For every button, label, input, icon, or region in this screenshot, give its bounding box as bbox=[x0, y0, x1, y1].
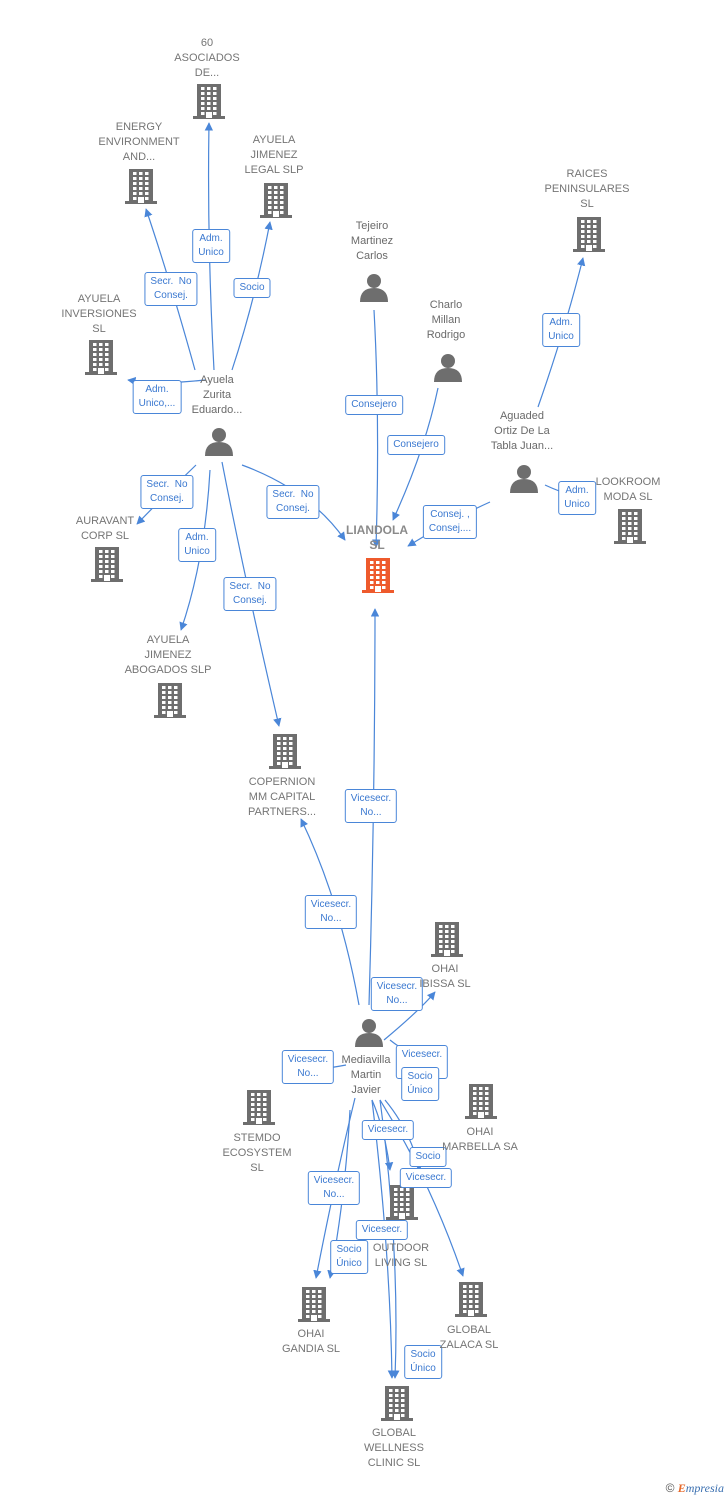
company-icon[interactable] bbox=[243, 1090, 275, 1125]
edge-label[interactable]: Vicesecr. No... bbox=[281, 1050, 335, 1084]
person-icon[interactable] bbox=[510, 465, 538, 493]
person-icon[interactable] bbox=[434, 354, 462, 382]
company-icon[interactable] bbox=[455, 1282, 487, 1317]
brand-logo-rest: mpresia bbox=[685, 1481, 724, 1495]
edge-label[interactable]: Socio bbox=[233, 278, 271, 298]
edge-label[interactable]: Socio Único bbox=[404, 1345, 442, 1379]
company-icon[interactable] bbox=[573, 217, 605, 252]
edge-label[interactable]: Vicesecr. No... bbox=[304, 895, 358, 929]
edge-label[interactable]: Secr. No Consej. bbox=[266, 485, 320, 519]
person-icon[interactable] bbox=[205, 428, 233, 456]
center-company-icon[interactable] bbox=[362, 558, 394, 593]
company-icon[interactable] bbox=[260, 183, 292, 218]
icons-layer bbox=[85, 84, 646, 1421]
person-icon[interactable] bbox=[360, 274, 388, 302]
company-icon[interactable] bbox=[125, 169, 157, 204]
company-icon[interactable] bbox=[614, 509, 646, 544]
company-icon[interactable] bbox=[431, 922, 463, 957]
company-icon[interactable] bbox=[85, 340, 117, 375]
footer: © Empresia bbox=[666, 1481, 724, 1496]
edge-label[interactable]: Vicesecr. No... bbox=[370, 977, 424, 1011]
edge-label[interactable]: Adm. Unico bbox=[542, 313, 580, 347]
edge-label[interactable]: Consej. , Consej.... bbox=[422, 505, 478, 539]
company-icon[interactable] bbox=[269, 734, 301, 769]
brand-logo-first: E bbox=[677, 1481, 686, 1495]
person-icon[interactable] bbox=[355, 1019, 383, 1047]
edge-label[interactable]: Vicesecr. bbox=[355, 1220, 409, 1240]
edge-label[interactable]: Socio bbox=[409, 1147, 447, 1167]
edge-label[interactable]: Adm. Unico bbox=[178, 528, 216, 562]
edge-label[interactable]: Vicesecr. No... bbox=[344, 789, 398, 823]
company-icon[interactable] bbox=[193, 84, 225, 119]
edge-label[interactable]: Secr. No Consej. bbox=[223, 577, 277, 611]
edge-mediavilla-to-ohai_ibissa bbox=[383, 991, 436, 1041]
edge-label[interactable]: Socio Único bbox=[401, 1067, 439, 1101]
edge-label[interactable]: Consejero bbox=[345, 395, 403, 415]
company-icon[interactable] bbox=[465, 1084, 497, 1119]
edge-label[interactable]: Adm. Unico bbox=[558, 481, 596, 515]
edge-tejeiro-to-liandola bbox=[372, 309, 381, 548]
edge-label[interactable]: Socio Único bbox=[330, 1240, 368, 1274]
company-icon[interactable] bbox=[154, 683, 186, 718]
copyright-symbol: © bbox=[665, 1481, 675, 1495]
company-icon[interactable] bbox=[386, 1185, 418, 1220]
edge-label[interactable]: Adm. Unico,... bbox=[132, 380, 182, 414]
company-icon[interactable] bbox=[381, 1386, 413, 1421]
edge-label[interactable]: Vicesecr. No... bbox=[307, 1171, 361, 1205]
edge-label[interactable]: Consejero bbox=[387, 435, 445, 455]
edge-label[interactable]: Vicesecr. bbox=[361, 1120, 415, 1140]
company-icon[interactable] bbox=[298, 1287, 330, 1322]
edge-label[interactable]: Secr. No Consej. bbox=[144, 272, 198, 306]
edge-label[interactable]: Vicesecr. bbox=[399, 1168, 453, 1188]
edge-label[interactable]: Adm. Unico bbox=[192, 229, 230, 263]
edge-label[interactable]: Secr. No Consej. bbox=[140, 475, 194, 509]
company-icon[interactable] bbox=[91, 547, 123, 582]
